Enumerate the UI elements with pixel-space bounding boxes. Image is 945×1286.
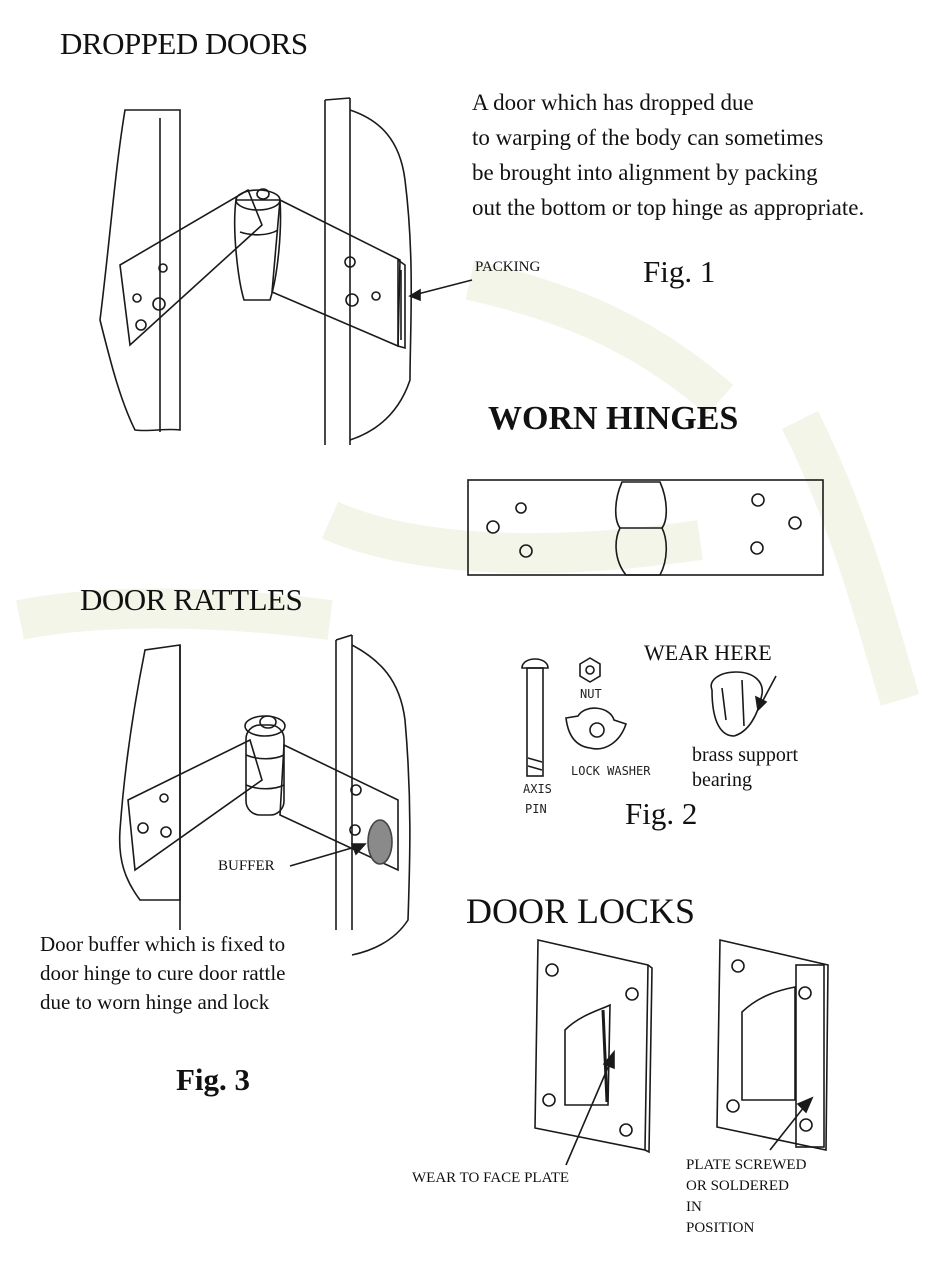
lock-washer-label: LOCK WASHER	[571, 764, 651, 778]
fig3-hinge-drawing	[118, 634, 411, 956]
dropped-doors-text-line: A door which has dropped due	[472, 90, 754, 115]
dropped-doors-text-line: out the bottom or top hinge as appropria…	[472, 195, 865, 220]
fig1-hinge-drawing	[99, 97, 473, 445]
dropped-doors-text-line: to warping of the body can sometimes	[472, 125, 824, 150]
worn-hinges-heading: WORN HINGES	[488, 400, 739, 437]
door-rattles-heading: DOOR RATTLES	[80, 582, 303, 617]
nut-label: NUT	[580, 687, 602, 701]
worn-hinge-plate-drawing	[467, 479, 824, 576]
plate-screwed-line: IN	[686, 1199, 702, 1215]
door-lock-plate-right	[716, 938, 829, 1151]
dropped-doors-text: A door which has dropped due to warping …	[472, 85, 864, 225]
fig3-label: Fig. 3	[176, 1062, 251, 1097]
dropped-doors-text-line: be brought into alignment by packing	[472, 160, 818, 185]
bearing-label: brass support	[692, 744, 799, 766]
axis-pin-label: PIN	[525, 802, 547, 816]
plate-screwed-line: OR SOLDERED	[686, 1178, 789, 1194]
buffer-label: BUFFER	[218, 858, 275, 874]
dropped-doors-heading: DROPPED DOORS	[60, 26, 308, 61]
fig2-label: Fig. 2	[625, 796, 698, 831]
axis-pin-label: AXIS	[523, 782, 552, 796]
plate-screwed-line: PLATE SCREWED	[686, 1157, 807, 1173]
door-rattles-text: Door buffer which is fixed to door hinge…	[40, 930, 286, 1017]
fig1-label: Fig. 1	[643, 254, 716, 289]
packing-label: PACKING	[475, 259, 541, 275]
fig2-parts-drawing	[521, 657, 777, 777]
background-watermark	[16, 260, 920, 706]
door-lock-plate-left	[534, 939, 653, 1166]
wear-to-face-plate-label: WEAR TO FACE PLATE	[412, 1170, 570, 1186]
bearing-label: bearing	[692, 769, 752, 791]
plate-screwed-line: POSITION	[686, 1220, 755, 1236]
door-rattles-text-line: due to worn hinge and lock	[40, 990, 270, 1014]
door-rattles-text-line: door hinge to cure door rattle	[40, 961, 286, 985]
door-locks-heading: DOOR LOCKS	[466, 891, 696, 931]
plate-screwed-label: PLATE SCREWED OR SOLDERED IN POSITION	[686, 1155, 806, 1239]
wear-here-label: WEAR HERE	[644, 640, 772, 665]
door-rattles-text-line: Door buffer which is fixed to	[40, 932, 286, 956]
